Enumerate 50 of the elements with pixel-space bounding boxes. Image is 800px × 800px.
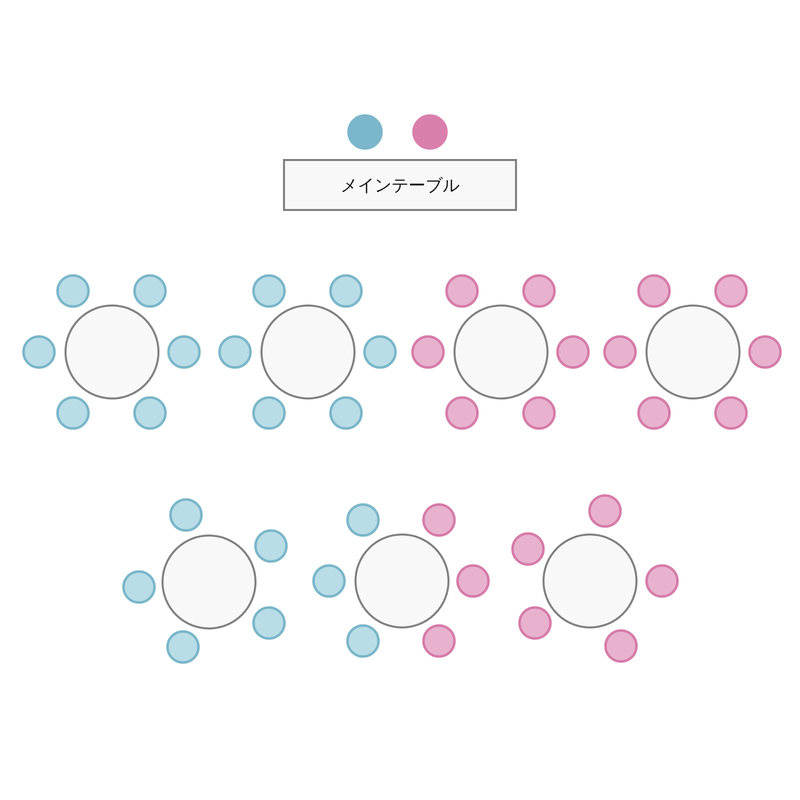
chair-circle [346, 503, 380, 537]
chair-circle [133, 274, 167, 308]
guest-marker [347, 114, 383, 150]
chair-circle [748, 335, 782, 369]
chair-circle [456, 564, 490, 598]
chair-circle [714, 396, 748, 430]
chair-circle [218, 335, 252, 369]
chair-circle [518, 606, 552, 640]
chair-circle [445, 396, 479, 430]
chair-circle [422, 503, 456, 537]
chair-circle [411, 335, 445, 369]
round-table [161, 534, 257, 630]
chair-circle [445, 274, 479, 308]
chair-circle [166, 630, 200, 664]
chair-circle [603, 335, 637, 369]
chair-circle [363, 335, 397, 369]
chair-circle [122, 570, 156, 604]
chair-circle [637, 396, 671, 430]
chair-circle [329, 274, 363, 308]
chair-circle [422, 624, 456, 658]
chair-circle [56, 274, 90, 308]
chair-circle [167, 335, 201, 369]
chair-circle [252, 606, 286, 640]
round-table [64, 304, 160, 400]
chair-circle [133, 396, 167, 430]
chair-circle [588, 494, 622, 528]
chair-circle [252, 396, 286, 430]
chair-circle [604, 629, 638, 663]
head-table-box: メインテーブル [283, 159, 517, 211]
round-table [354, 533, 450, 629]
chair-circle [346, 624, 380, 658]
chair-circle [511, 532, 545, 566]
round-table [645, 304, 741, 400]
chair-circle [329, 396, 363, 430]
round-table [260, 304, 356, 400]
chair-circle [312, 564, 346, 598]
chair-circle [252, 274, 286, 308]
guest-marker [412, 114, 448, 150]
chair-circle [254, 529, 288, 563]
chair-circle [56, 396, 90, 430]
chair-circle [169, 498, 203, 532]
round-table [453, 304, 549, 400]
chair-circle [645, 564, 679, 598]
chair-circle [22, 335, 56, 369]
chair-circle [522, 274, 556, 308]
chair-circle [714, 274, 748, 308]
chair-circle [522, 396, 556, 430]
round-table [542, 533, 638, 629]
chair-circle [637, 274, 671, 308]
chair-circle [556, 335, 590, 369]
